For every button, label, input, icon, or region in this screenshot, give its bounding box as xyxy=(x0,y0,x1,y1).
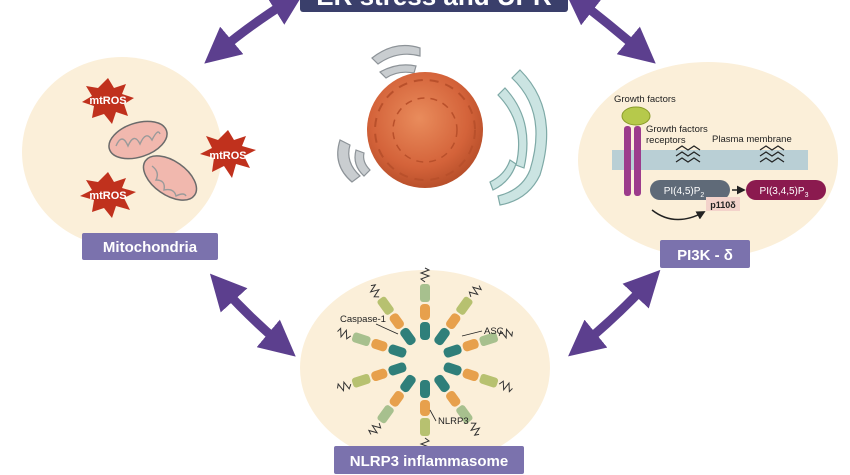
inflammasome-subunit xyxy=(434,374,481,436)
mitochondrion-1 xyxy=(108,120,168,160)
p110-text: p110δ xyxy=(710,200,736,210)
ros-star-1: mtROS xyxy=(82,78,134,124)
double-arrows xyxy=(204,0,661,357)
arrow-title-pi3k xyxy=(563,0,656,64)
nlrp3-blob xyxy=(300,270,550,466)
inflammasome-subunit xyxy=(443,362,513,393)
ros-label-3: mtROS xyxy=(89,190,126,202)
title-banner: ER stress and UPR xyxy=(300,0,568,12)
asc-text: ASC xyxy=(484,326,504,337)
nlrp3-panel-labels: Caspase-1 ASC NLRP3 xyxy=(340,314,504,427)
plasma-membrane-text: Plasma membrane xyxy=(712,134,792,145)
inflammasome-subunit xyxy=(369,284,416,346)
arrow-title-mitochondria xyxy=(204,0,306,64)
pip3-pill xyxy=(746,180,826,200)
pip3-text: PI(3,4,5)P3 xyxy=(760,186,809,199)
receptors-text-1: Growth factors xyxy=(646,124,708,135)
nlrp3-text: NLRP3 xyxy=(438,416,469,427)
pi3k-panel: PI(4,5)P2 PI(3,4,5)P3 p110δ Growth facto… xyxy=(612,94,826,221)
growth-factor xyxy=(621,106,651,126)
lipid-zigzag-2 xyxy=(759,145,785,163)
growth-factors-text: Growth factors xyxy=(614,94,676,105)
inflammasome-panel xyxy=(337,267,513,453)
inflammasome-subunit xyxy=(367,374,416,435)
nucleus xyxy=(367,72,483,188)
receptors-text-2: receptors xyxy=(646,135,686,146)
plasma-membrane xyxy=(612,150,808,170)
title-text: ER stress and UPR xyxy=(316,0,552,11)
pip2-text: PI(4,5)P2 xyxy=(664,186,705,199)
arrow-pi3k-nlrp3 xyxy=(568,269,661,357)
mitochondria-label-text: Mitochondria xyxy=(103,239,198,256)
inflammasome-subunit xyxy=(434,285,483,346)
pi3k-label: PI3K - δ xyxy=(660,240,750,268)
inflammasome-subunit xyxy=(337,362,407,393)
nlrp3-label: NLRP3 inflammasome xyxy=(334,446,524,474)
p110-box xyxy=(706,197,740,211)
receptor-left xyxy=(624,126,631,196)
lipid-zigzag-1 xyxy=(675,145,701,163)
pip2-pill xyxy=(650,180,730,200)
mitochondria-label: Mitochondria xyxy=(82,233,218,260)
inflammasome-subunit xyxy=(443,327,513,358)
mitochondrion-2 xyxy=(142,155,198,201)
caspase-text: Caspase-1 xyxy=(340,314,386,325)
inflammasome-subunit xyxy=(419,267,431,340)
inflammasome-subunit xyxy=(419,380,431,453)
nlrp3-label-text: NLRP3 inflammasome xyxy=(350,453,508,470)
arrow-mitochondria-nlrp3 xyxy=(209,273,296,357)
pi3k-label-text: PI3K - δ xyxy=(677,247,733,264)
ros-label-2: mtROS xyxy=(209,150,246,162)
ros-star-2: mtROS xyxy=(200,130,256,178)
inflammasome-subunit xyxy=(337,327,407,358)
ros-label-1: mtROS xyxy=(89,95,126,107)
ros-star-3: mtROS xyxy=(80,172,136,218)
cell-illustration xyxy=(337,45,548,206)
receptor-right xyxy=(634,126,641,196)
mitochondria-panel: mtROS mtROS mtROS xyxy=(80,78,256,218)
